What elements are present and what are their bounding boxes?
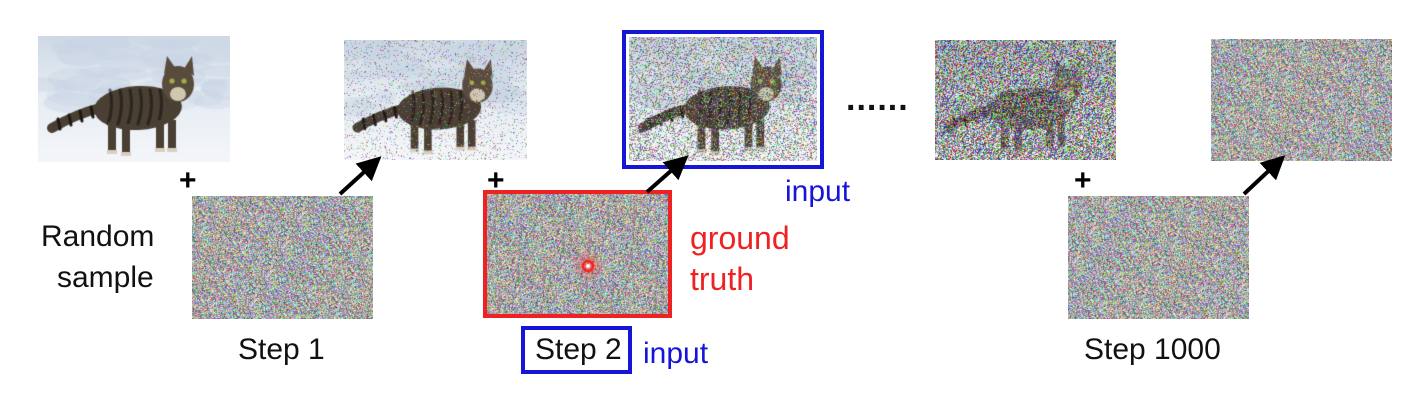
noise-sample-step2 [486,193,668,315]
cat-late-step-image [935,40,1116,160]
step1000-label: Step 1000 [1084,333,1221,366]
step2-highlight-box [521,326,632,374]
plus-sign-2: + [487,164,505,197]
cat-clean-image [38,36,230,162]
step1-label: Step 1 [238,333,325,366]
arrow-step2 [645,155,689,194]
input-label-top: input [785,175,851,208]
cat-step2-input-image [629,37,817,161]
input-label-bottom: input [643,337,709,370]
ellipsis: ...... [846,80,909,118]
plus-sign-3: + [1074,164,1092,197]
noise-final-image [1211,39,1392,161]
step2-label: Step 2 [535,333,622,366]
ground-truth-label-line2: truth [690,261,755,297]
arrow-step1000 [1242,155,1286,196]
ground-truth-highlight-box [483,190,672,318]
cat-step1-image [344,40,527,160]
random-sample-label-line2: sample [57,261,154,294]
noise-sample-step1 [192,196,373,319]
arrow-step1 [338,156,382,196]
input-highlight-box [622,30,824,169]
plus-sign-1: + [179,164,197,197]
random-sample-label-line1: Random [41,220,155,253]
ground-truth-label-line1: ground [690,220,790,256]
noise-sample-step1000 [1068,196,1249,319]
